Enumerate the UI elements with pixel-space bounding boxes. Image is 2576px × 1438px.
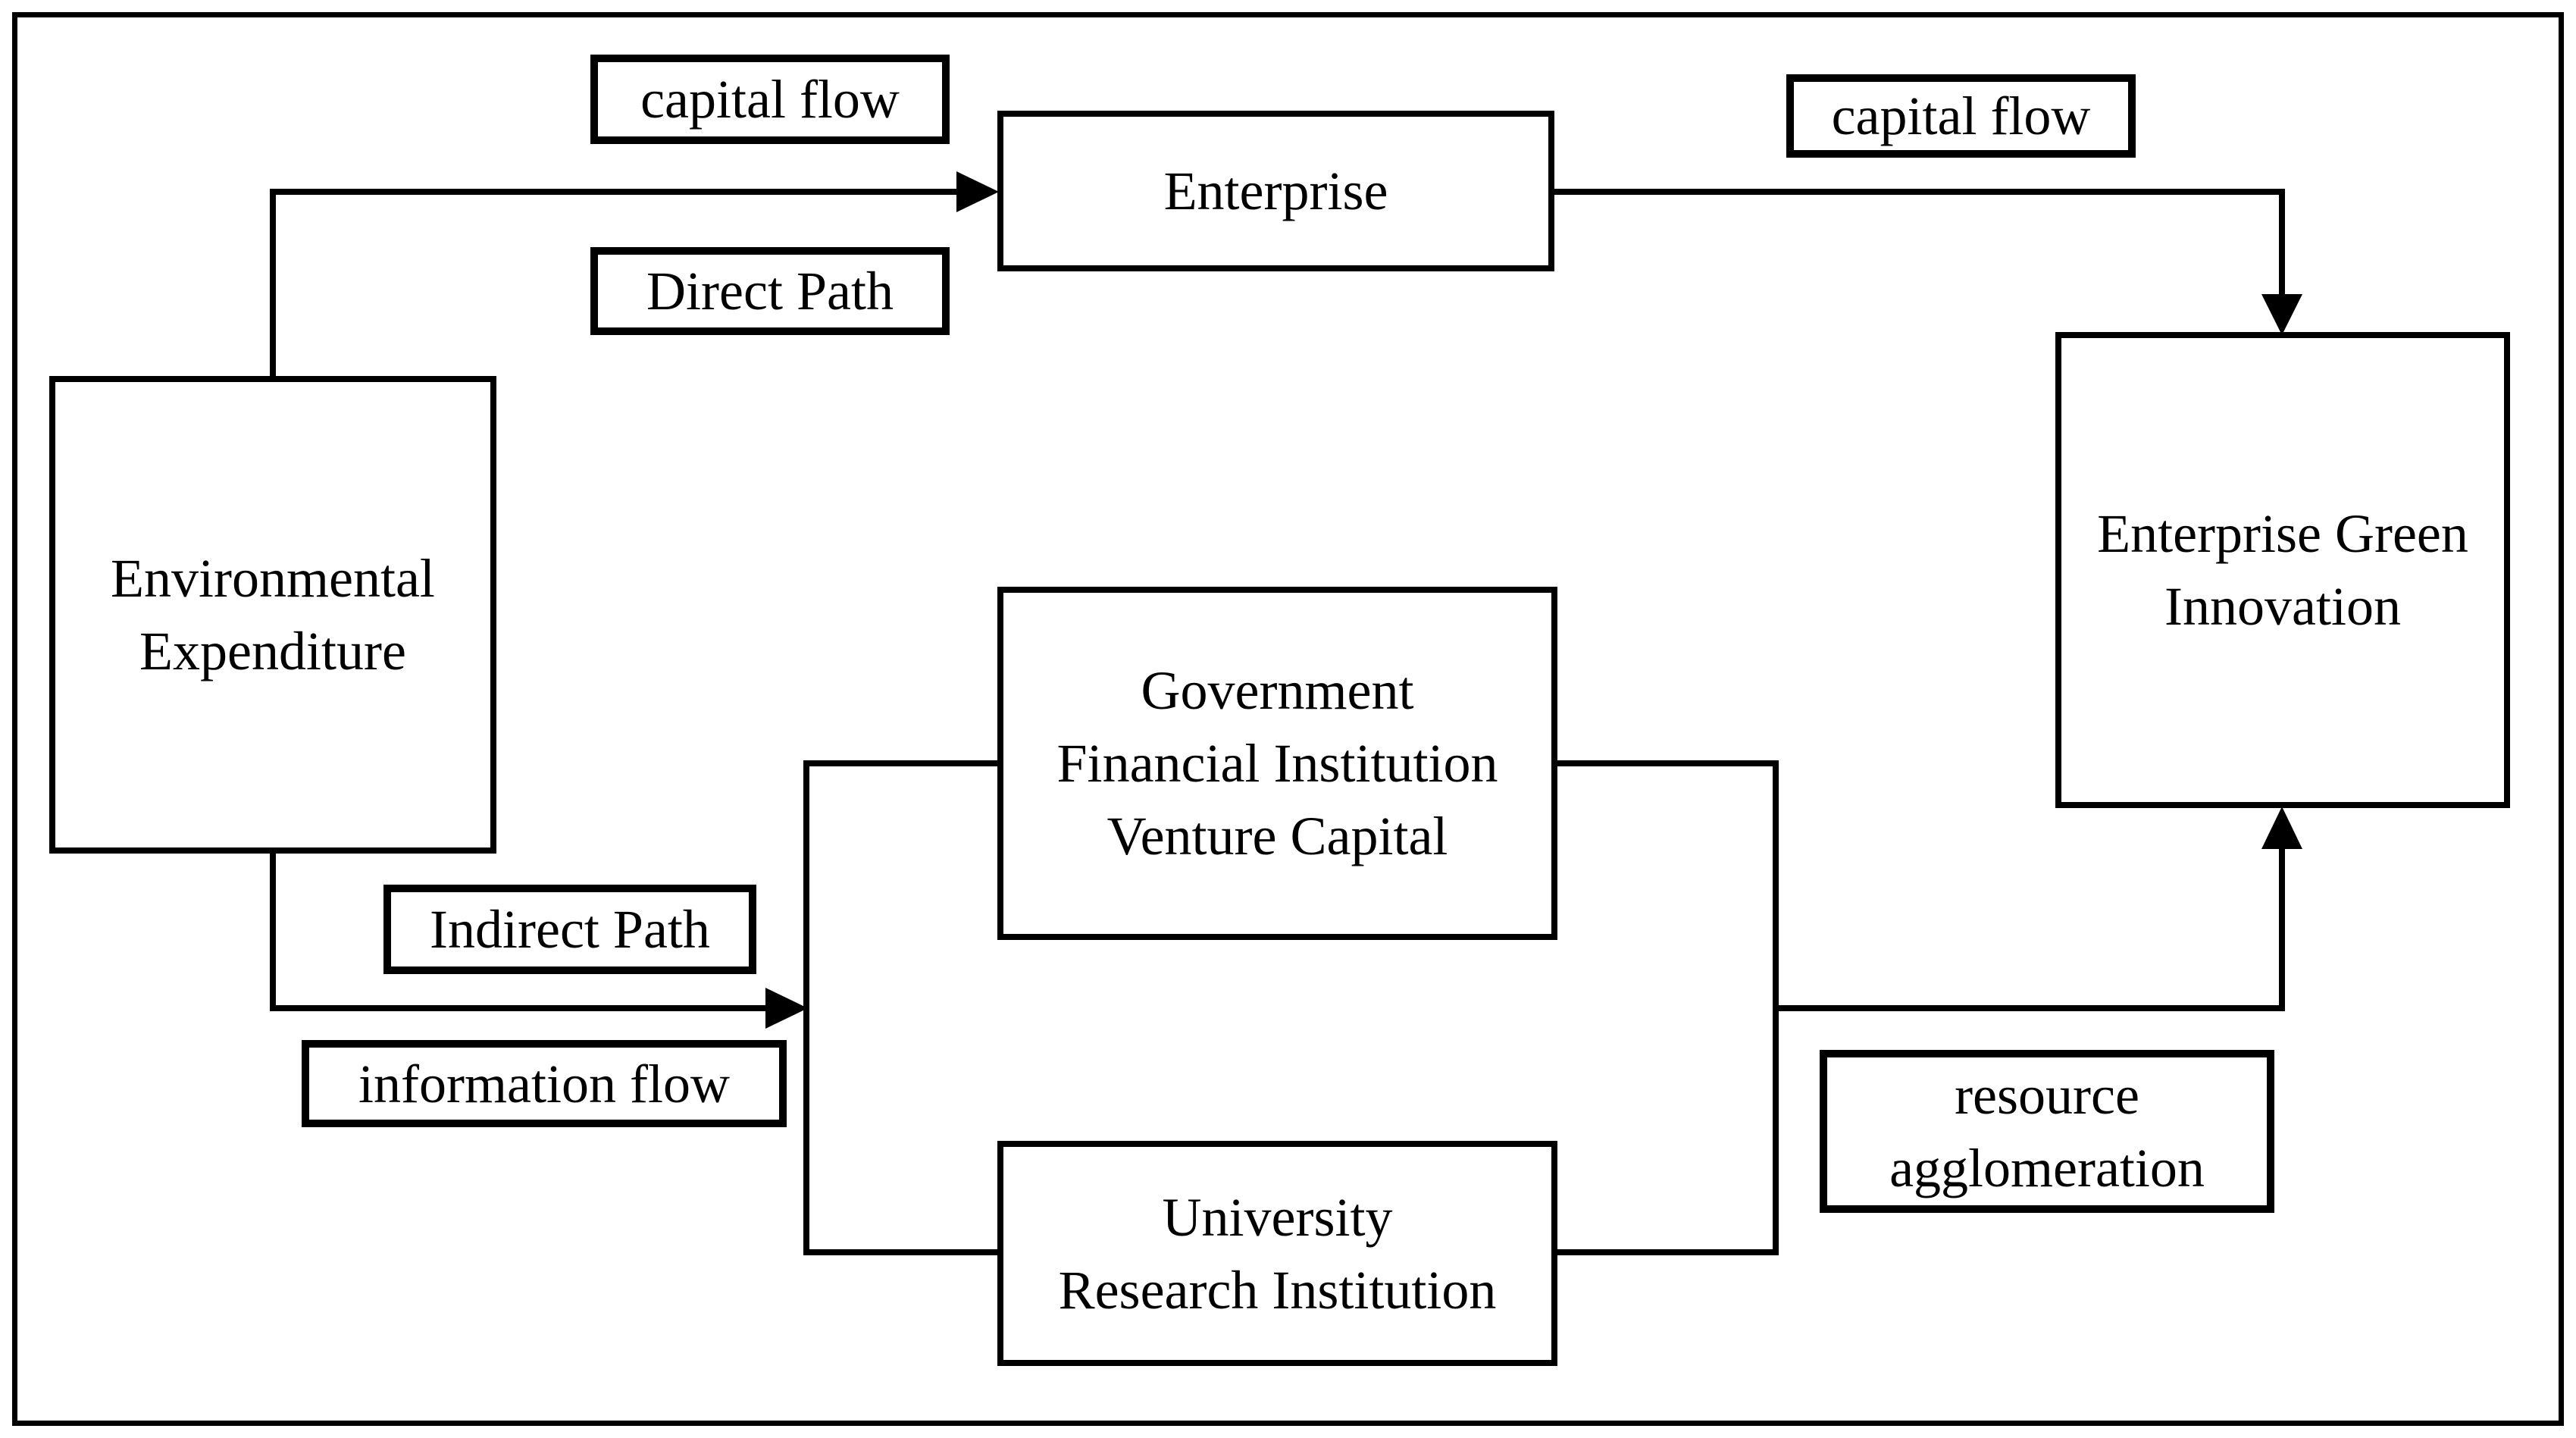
- label-resource-agglomeration-line2: agglomeration: [1889, 1137, 2205, 1198]
- label-capital-flow-top-left-text: capital flow: [640, 69, 900, 130]
- node-enterprise: Enterprise: [997, 111, 1554, 271]
- label-resource-agglomeration: resource agglomeration: [1820, 1050, 2274, 1213]
- node-environmental-expenditure-label-line2: Expenditure: [139, 621, 406, 681]
- right-bracket-line: [1557, 760, 1779, 1255]
- node-environmental-expenditure: Environmental Expenditure: [49, 376, 496, 854]
- node-university-label-line2: Research Institution: [1058, 1259, 1497, 1321]
- node-government-label-line1: Government: [1141, 660, 1414, 721]
- label-indirect-path: Indirect Path: [383, 885, 756, 974]
- node-government-financial-venture: Government Financial Institution Venture…: [997, 587, 1557, 940]
- diagram-border: [12, 12, 2564, 1426]
- indirect-path-arrow-line: [270, 851, 767, 1011]
- left-bracket-line: [803, 760, 997, 1255]
- label-resource-agglomeration-line1: resource: [1955, 1064, 2139, 1126]
- direct-path-arrow-line: [270, 189, 958, 379]
- node-government-label-line3: Venture Capital: [1106, 806, 1448, 866]
- label-direct-path: Direct Path: [590, 247, 950, 335]
- node-enterprise-green-label-line2: Innovation: [2164, 576, 2401, 637]
- label-indirect-path-text: Indirect Path: [430, 899, 710, 960]
- resource-agglomeration-arrowhead: [2261, 807, 2302, 849]
- direct-path-arrowhead: [956, 171, 999, 212]
- resource-agglomeration-arrow-line: [1776, 847, 2285, 1011]
- node-government-label-line2: Financial Institution: [1056, 733, 1498, 794]
- label-direct-path-text: Direct Path: [646, 261, 894, 321]
- node-environmental-expenditure-label-line1: Environmental: [111, 548, 435, 609]
- node-university-label-line1: University: [1162, 1186, 1393, 1248]
- node-university-research: University Research Institution: [997, 1141, 1557, 1366]
- node-enterprise-green-innovation: Enterprise Green Innovation: [2055, 332, 2510, 808]
- label-information-flow-text: information flow: [358, 1053, 730, 1114]
- label-capital-flow-top-left: capital flow: [590, 55, 950, 144]
- capital-flow-arrow-line: [1554, 189, 2285, 297]
- label-capital-flow-top-right-text: capital flow: [1831, 86, 2091, 146]
- node-enterprise-label: Enterprise: [1163, 161, 1388, 221]
- node-enterprise-green-label-line1: Enterprise Green: [2097, 503, 2468, 564]
- indirect-path-arrowhead: [765, 988, 808, 1029]
- capital-flow-arrowhead: [2261, 294, 2302, 335]
- label-capital-flow-top-right: capital flow: [1786, 74, 2136, 158]
- label-information-flow: information flow: [302, 1040, 787, 1127]
